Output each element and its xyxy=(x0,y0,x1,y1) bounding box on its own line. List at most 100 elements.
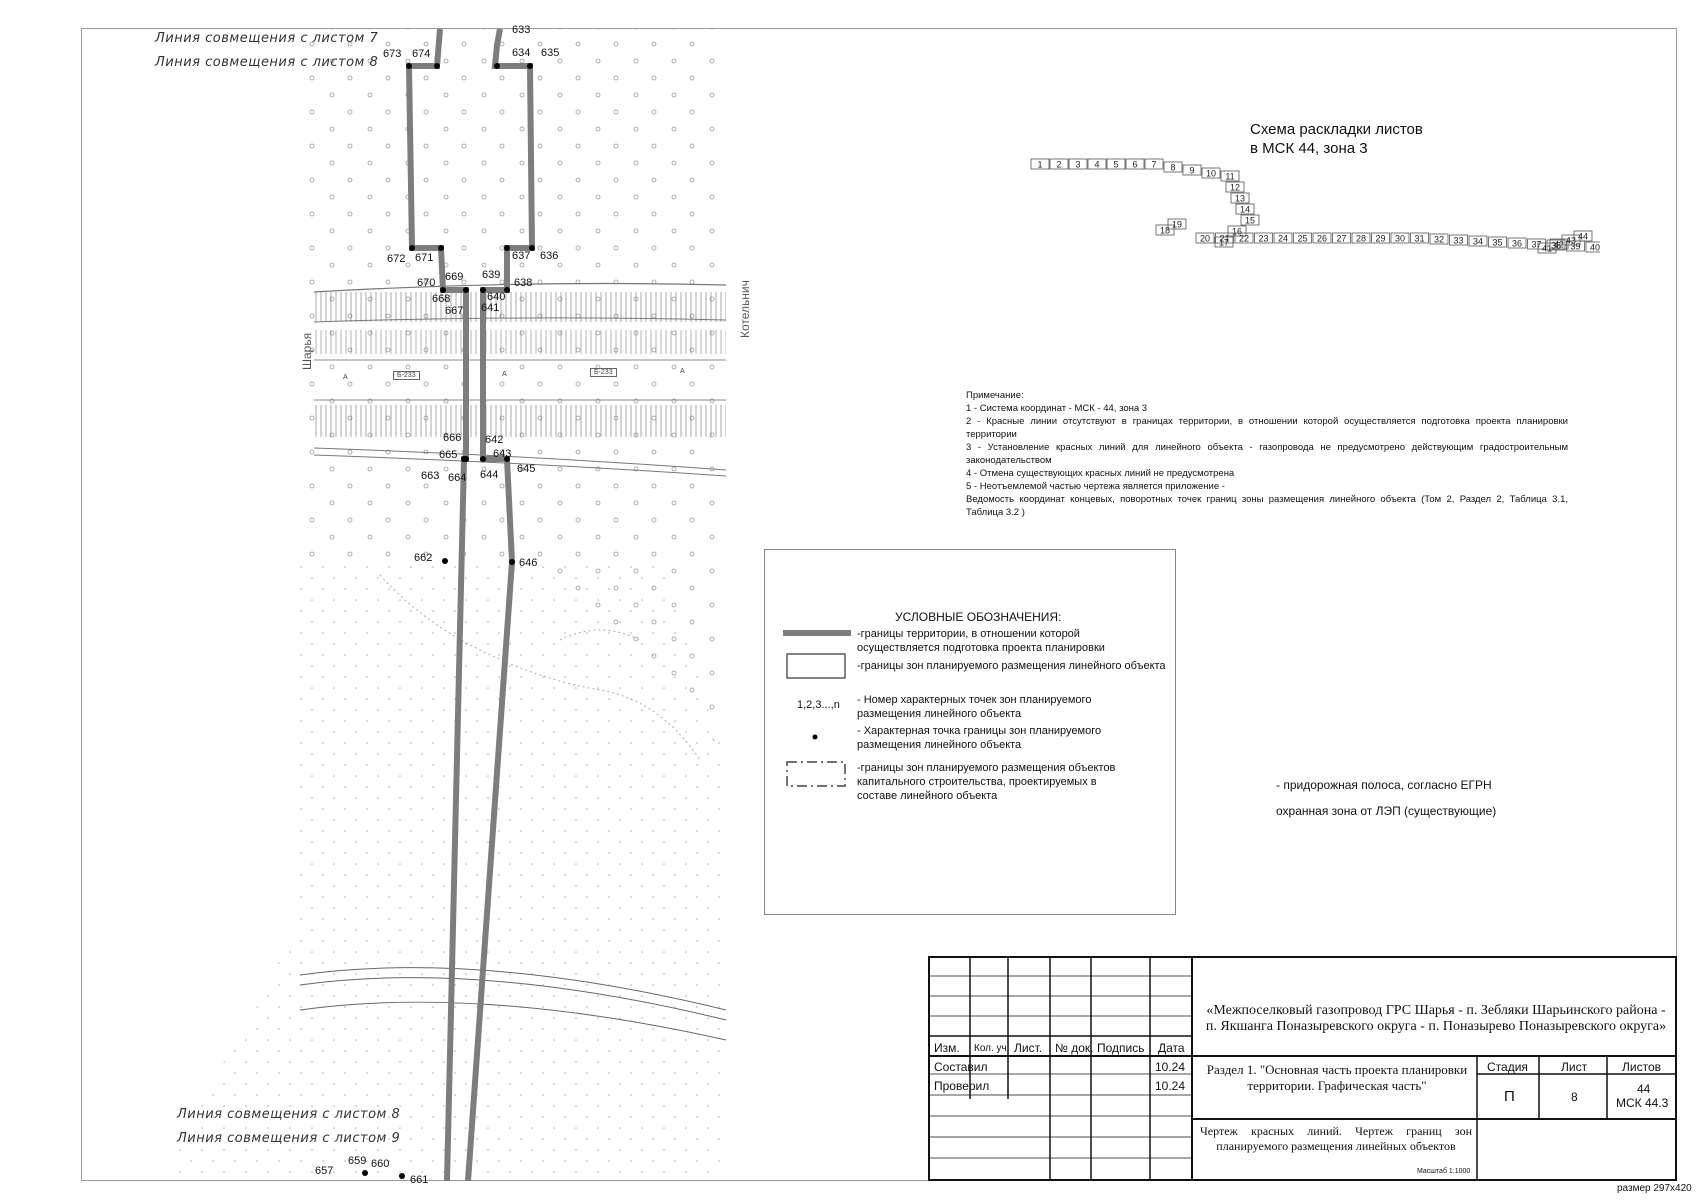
tb-header-kol: Кол. уч xyxy=(974,1043,1007,1054)
scheme-sheet-number: 24 xyxy=(1278,234,1288,244)
scheme-sheet-number: 12 xyxy=(1230,183,1240,193)
point-label: 642 xyxy=(485,434,504,446)
scheme-sheet-box xyxy=(1201,167,1221,179)
scheme-sheet-number: 5 xyxy=(1113,160,1118,170)
tb-code: МСК 44.3 xyxy=(1616,1096,1669,1110)
tb-section: Раздел 1. "Основная часть проекта планир… xyxy=(1206,1062,1468,1093)
scheme-sheet-number: 6 xyxy=(1132,160,1137,170)
legend-item-point-numbers: - Номер характерных точек зон планируемо… xyxy=(857,694,1092,720)
point-label: 641 xyxy=(481,302,500,314)
tb-stage-header: Стадия xyxy=(1487,1060,1528,1074)
point-label: 659 xyxy=(348,1155,367,1167)
note-item: 4 - Отмена существующих красных линий не… xyxy=(966,468,1235,479)
scheme-sheet-box xyxy=(1235,203,1255,215)
combine-line-8-bottom: Линия совмещения с листом 8 xyxy=(177,1107,401,1122)
scheme-sheet-number: 1 xyxy=(1037,160,1042,170)
notes-heading: Примечание: xyxy=(966,390,1024,401)
scheme-sheet-number: 3 xyxy=(1075,160,1080,170)
scheme-sheet-number: 2 xyxy=(1056,160,1061,170)
scheme-sheet-number: 7 xyxy=(1151,160,1156,170)
scheme-sheet-number: 14 xyxy=(1240,205,1250,215)
scheme-sheet-number: 42 xyxy=(1554,240,1564,250)
scheme-sheet-number: 18 xyxy=(1160,226,1170,236)
legend-power-zone: охранная зона от ЛЭП (существующие) xyxy=(1276,804,1497,818)
scheme-sheet-box xyxy=(1155,224,1175,236)
scheme-sheet-box xyxy=(1220,170,1240,182)
point-label: 636 xyxy=(540,250,559,262)
scheme-sheet-box xyxy=(1273,232,1293,244)
point-label: 662 xyxy=(414,552,433,564)
tb-sheets-total: 44 xyxy=(1637,1082,1651,1096)
scheme-sheet-box xyxy=(1254,232,1273,244)
point-label: 665 xyxy=(439,449,458,461)
scheme-sheet-number: 19 xyxy=(1172,220,1182,230)
point-label: 670 xyxy=(417,277,436,289)
scheme-sheet-number: 44 xyxy=(1578,232,1588,242)
scheme-sheet-number: 43 xyxy=(1566,236,1576,246)
scheme-sheet-number: 15 xyxy=(1245,216,1255,226)
point-label: 637 xyxy=(512,250,531,262)
scheme-sheet-box xyxy=(1049,158,1069,170)
note-item: 5 - Неотъемлемой частью чертежа является… xyxy=(966,481,1225,492)
point-label: 660 xyxy=(371,1158,390,1170)
scheme-sheet-number: 13 xyxy=(1235,194,1245,204)
scheme-sheet-box xyxy=(1527,238,1546,250)
tb-stage: П xyxy=(1504,1088,1515,1105)
legend-item-capital-zones: -границы зон планируемого размещения объ… xyxy=(857,762,1116,802)
tb-header-sign: Подпись xyxy=(1097,1041,1145,1055)
scheme-sheet-box xyxy=(1410,232,1429,244)
scheme-sheet-number: 33 xyxy=(1453,236,1463,246)
tb-drawing-title: Чертеж красных линий. Чертеж границ зон … xyxy=(1200,1124,1472,1153)
tb-sheet-header: Лист xyxy=(1561,1060,1588,1074)
scheme-sheet-box xyxy=(1227,225,1247,237)
scheme-sheet-box xyxy=(1144,158,1164,170)
tb-header-date: Дата xyxy=(1158,1041,1185,1055)
point-label: 657 xyxy=(315,1165,334,1177)
legend-title: УСЛОВНЫЕ ОБОЗНАЧЕНИЯ: xyxy=(895,610,1062,624)
point-label: 643 xyxy=(493,448,512,460)
note-item: 1 - Система координат - МСК - 44, зона 3 xyxy=(966,403,1148,414)
note-item: 2 - Красные линии отсутствуют в границах… xyxy=(966,416,1568,440)
point-label: 633 xyxy=(512,24,531,36)
scheme-sheet-box xyxy=(1573,230,1593,242)
point-label: 672 xyxy=(387,253,406,265)
scheme-sheet-box xyxy=(1214,236,1234,248)
scheme-sheet-box xyxy=(1351,232,1371,244)
scheme-sheet-box xyxy=(1561,234,1581,246)
scheme-sheet-number: 23 xyxy=(1258,234,1268,244)
legend-symbols xyxy=(783,630,851,787)
scheme-sheet-box xyxy=(1106,158,1126,170)
scheme-sheet-number: 22 xyxy=(1239,234,1249,244)
scheme-sheet-box xyxy=(1507,237,1527,249)
scheme-sheet-number: 35 xyxy=(1492,238,1502,248)
legend-box: УСЛОВНЫЕ ОБОЗНАЧЕНИЯ: -границы территори… xyxy=(764,549,1176,915)
scheme-sheet-box xyxy=(1312,232,1332,244)
point-label: 634 xyxy=(512,47,531,59)
scheme-sheet-number: 41 xyxy=(1542,244,1552,254)
scheme-sheet-number: 34 xyxy=(1473,237,1483,247)
point-label: 666 xyxy=(443,432,462,444)
scheme-sheet-box xyxy=(1293,232,1312,244)
scheme-sheet-box xyxy=(1468,235,1488,247)
tb-project-title: «Межпоселковый газопровод ГРС Шарья - п.… xyxy=(1205,1003,1667,1034)
scheme-sheet-number: 8 xyxy=(1170,163,1175,173)
scheme-sheet-number: 16 xyxy=(1232,227,1242,237)
scheme-sheet-number: 30 xyxy=(1395,234,1405,244)
tb-composed-label: Составил xyxy=(934,1060,988,1074)
legend-item-territory: -границы территории, в отношении которой… xyxy=(857,628,1105,654)
scheme-sheet-box xyxy=(1182,164,1202,176)
tb-checked-label: Проверил xyxy=(934,1079,990,1093)
scheme-sheet-box xyxy=(1195,232,1215,244)
point-label: 669 xyxy=(445,271,464,283)
point-label: 640 xyxy=(487,291,506,303)
tb-header-izm: Изм. xyxy=(934,1041,960,1055)
tb-header-doc: № док. xyxy=(1055,1041,1094,1055)
point-label: 639 xyxy=(482,269,501,281)
tb-header-list: Лист. xyxy=(1014,1041,1043,1055)
scheme-sheet-box xyxy=(1449,234,1468,246)
scheme-sheet-number: 39 xyxy=(1570,242,1580,252)
scheme-sheet-number: 4 xyxy=(1094,160,1099,170)
tb-scale: Масштаб 1:1000 xyxy=(1417,1168,1471,1175)
scheme-sheet-number: 37 xyxy=(1531,240,1541,250)
